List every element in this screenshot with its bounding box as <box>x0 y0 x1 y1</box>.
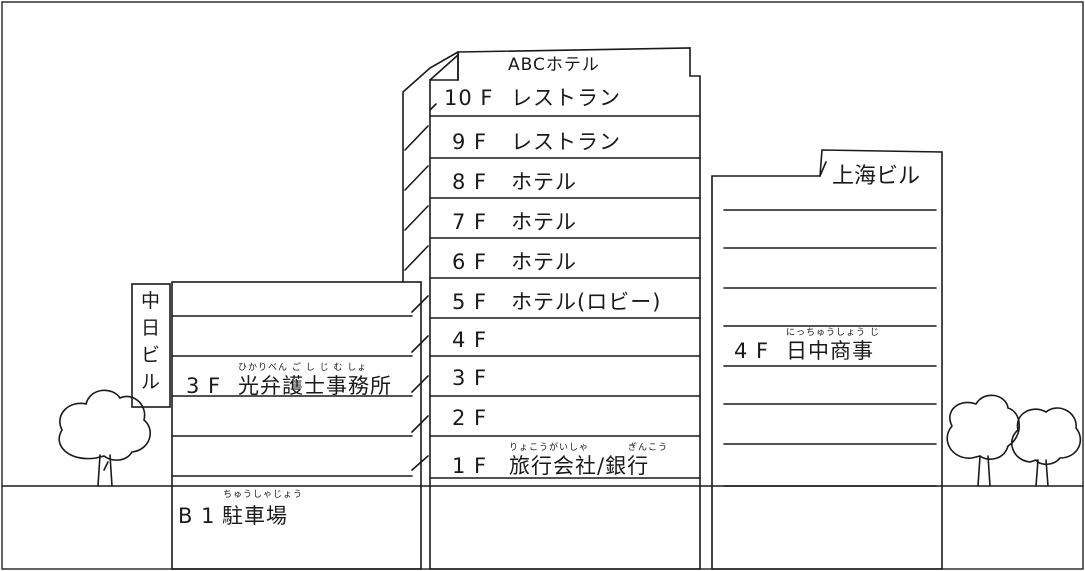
left-building-3f-number: 3 F <box>186 374 222 398</box>
right-building-4f-ruby: にっちゅうしょう じ <box>786 328 880 338</box>
right-building-outline <box>711 149 943 570</box>
left-building-3f-ruby: ひかりべん ご し じ む しょ <box>238 363 368 373</box>
hotel-floor-4f-number: 4 F <box>452 328 488 352</box>
hotel-floor-5f-tenant: ホテル(ロビー) <box>511 290 662 314</box>
left-building-signboard <box>131 283 171 408</box>
left-building-sign-char-4: ル <box>141 371 161 393</box>
hotel-floor-10f-tenant: レストラン <box>511 86 621 110</box>
left-tree <box>58 389 152 487</box>
left-building-b1-number: B 1 <box>178 504 216 528</box>
hotel-floor-8f-number: 8 F <box>452 170 488 194</box>
hotel-outline <box>429 47 701 570</box>
hotel-floor-1f-ruby-travel: りょこうがいしゃ <box>509 443 590 453</box>
left-building-3f-tenant: 光弁護士事務所 <box>238 374 392 398</box>
hotel-floor-10f-number: 10 F <box>444 86 494 110</box>
hotel-floor-5f-number: 5 F <box>452 290 488 314</box>
right-building-4f-tenant: 日中商事 <box>786 339 874 363</box>
hotel-floor-3f-number: 3 F <box>452 366 488 390</box>
left-building-sign-char-2: 日 <box>141 317 161 339</box>
hotel-floor-8f-tenant: ホテル <box>511 170 577 194</box>
hotel-side-wall <box>402 51 459 471</box>
hotel-floor-2f-number: 2 F <box>452 406 488 430</box>
hotel-floor-6f-number: 6 F <box>452 250 488 274</box>
right-tree-1 <box>946 394 1021 487</box>
right-building-4f-number: 4 F <box>734 339 770 363</box>
hotel-floor-1f-tenant: 旅行会社/銀行 <box>509 454 650 478</box>
hotel-floor-7f-tenant: ホテル <box>511 210 577 234</box>
hotel-floor-1f-number: 1 F <box>452 454 488 478</box>
hotel-floor-6f-tenant: ホテル <box>511 250 577 274</box>
hotel-floor-1f-ruby-bank: ぎんこう <box>628 443 669 453</box>
hotel-floor-9f-tenant: レストラン <box>511 130 621 154</box>
left-building-outline <box>131 281 422 570</box>
left-building-b1-ruby: ちゅうしゃじょう <box>223 490 304 500</box>
hotel-sign: ABCホテル <box>508 55 600 75</box>
left-building-sign-char-1: 中 <box>141 290 161 312</box>
hotel-floor-7f-number: 7 F <box>452 210 488 234</box>
right-building-sign: 上海ビル <box>832 164 921 189</box>
left-building-b1-tenant: 駐車場 <box>222 504 288 528</box>
left-building-sign-char-3: ビ <box>141 344 161 366</box>
right-tree-2 <box>1010 407 1082 487</box>
hotel-floor-9f-number: 9 F <box>452 130 488 154</box>
